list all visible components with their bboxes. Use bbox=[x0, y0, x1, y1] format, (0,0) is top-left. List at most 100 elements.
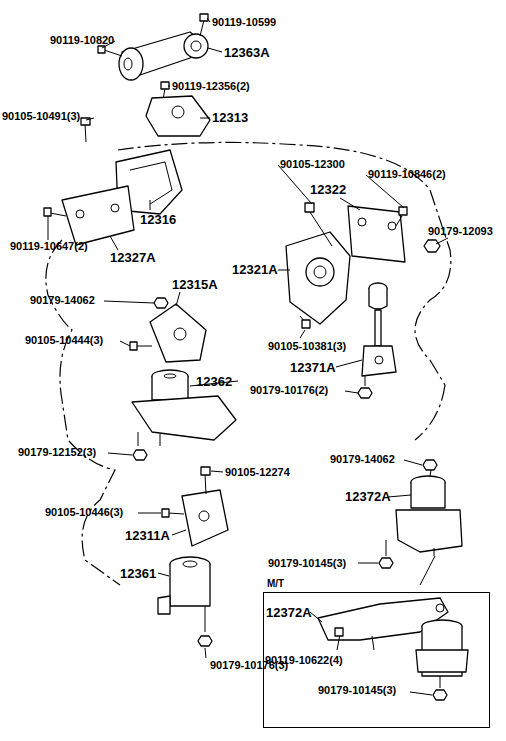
leader-line bbox=[404, 460, 422, 465]
plate bbox=[111, 204, 119, 212]
callout-number: 90179-12093 bbox=[428, 225, 493, 238]
engine-mount bbox=[318, 598, 468, 700]
part-number: 12361 bbox=[120, 566, 156, 581]
engine-mount bbox=[152, 376, 188, 400]
part-number: 12321A bbox=[232, 262, 278, 277]
engine-mount bbox=[158, 596, 170, 614]
bracket bbox=[310, 212, 332, 246]
bracket bbox=[136, 346, 152, 347]
bracket bbox=[150, 304, 206, 362]
callout-number: 90105-12300 bbox=[280, 158, 345, 171]
engine-mount bbox=[434, 548, 435, 556]
engine-mount bbox=[133, 450, 147, 460]
callout-number: 90119-10846(2) bbox=[368, 168, 446, 181]
leader-line bbox=[358, 563, 378, 564]
bracket bbox=[305, 203, 314, 212]
engine-mount bbox=[440, 676, 441, 688]
leader-line bbox=[138, 513, 161, 514]
torque-rod bbox=[161, 82, 169, 89]
bracket bbox=[314, 266, 326, 278]
part-number: 12322 bbox=[310, 182, 346, 197]
torque-rod bbox=[200, 20, 204, 36]
leader-line bbox=[436, 238, 448, 244]
engine-outline bbox=[415, 385, 445, 440]
callout-number: 90119-12356(2) bbox=[172, 80, 250, 93]
callout-number: 90179-14062 bbox=[30, 294, 95, 307]
engine-mount bbox=[379, 558, 393, 568]
bracket bbox=[396, 216, 402, 226]
bracket bbox=[172, 106, 184, 118]
callout-number: 90179-12152(3) bbox=[18, 446, 96, 459]
callout-number: 90105-10381(3) bbox=[268, 340, 346, 353]
bracket bbox=[199, 511, 209, 521]
leader-line bbox=[110, 236, 118, 250]
engine-mount bbox=[430, 470, 431, 476]
part-number: 12327A bbox=[110, 250, 156, 265]
engine-mount bbox=[198, 636, 212, 646]
engine-mount bbox=[132, 370, 236, 460]
leader-line bbox=[150, 200, 151, 210]
leader-line bbox=[278, 165, 312, 204]
bracket bbox=[358, 218, 366, 226]
bracket bbox=[286, 203, 440, 328]
leader-line bbox=[172, 530, 186, 535]
torque-rod bbox=[200, 14, 208, 21]
callout-number: 90119-10647(2) bbox=[10, 240, 88, 253]
bracket bbox=[130, 298, 206, 362]
leader-line bbox=[176, 292, 180, 306]
bracket bbox=[205, 474, 206, 494]
rod bbox=[358, 388, 372, 398]
callout-number: 90179-14062 bbox=[330, 453, 395, 466]
rod bbox=[369, 288, 387, 309]
callout-number: 90179-10176(2) bbox=[250, 384, 328, 397]
part-number: 12363A bbox=[224, 45, 270, 60]
part-number: 12311A bbox=[125, 528, 170, 543]
leader-line bbox=[207, 18, 210, 22]
engine-mount bbox=[436, 604, 444, 612]
leader-line bbox=[158, 573, 169, 576]
bracket bbox=[146, 96, 210, 136]
engine-mount bbox=[183, 561, 197, 567]
engine-mount bbox=[386, 540, 387, 556]
bracket bbox=[306, 258, 334, 286]
leader-line bbox=[336, 360, 362, 367]
leader-line bbox=[340, 198, 360, 210]
bracket bbox=[174, 328, 186, 340]
engine-mount bbox=[158, 557, 212, 646]
bracket bbox=[168, 513, 184, 514]
leader-line bbox=[205, 648, 206, 658]
leader-line bbox=[108, 453, 132, 455]
leader-line bbox=[211, 471, 223, 472]
torque-rod bbox=[104, 50, 122, 56]
engine-mount bbox=[396, 510, 462, 552]
bracket bbox=[302, 320, 310, 328]
leader-line bbox=[48, 18, 448, 695]
leader-line bbox=[104, 301, 154, 303]
engine-mount bbox=[372, 636, 374, 650]
callout-number: 90119-10599 bbox=[212, 16, 276, 29]
rod bbox=[362, 346, 396, 376]
part-number: 12315A bbox=[172, 277, 218, 292]
leader-line bbox=[168, 86, 170, 87]
callout-number: 90105-10491(3) bbox=[2, 110, 80, 123]
engine-mount bbox=[420, 556, 435, 585]
torque-rod bbox=[119, 48, 143, 80]
rod bbox=[365, 376, 366, 386]
leader-line bbox=[208, 48, 222, 52]
engine-outline bbox=[46, 142, 451, 585]
bracket bbox=[162, 467, 228, 546]
torque-rod bbox=[124, 58, 132, 70]
callout-number: 90179-10145(3) bbox=[268, 557, 346, 570]
callout-number: 90119-10820 bbox=[50, 34, 114, 47]
leader-line bbox=[345, 391, 358, 393]
part-number: 12371A bbox=[290, 360, 336, 375]
engine-outline bbox=[46, 240, 120, 585]
rod bbox=[375, 356, 383, 364]
leader-line bbox=[388, 495, 411, 497]
engine-mount bbox=[164, 374, 176, 378]
leader-line bbox=[200, 118, 210, 119]
bracket bbox=[85, 124, 86, 142]
engine-mount bbox=[416, 650, 468, 672]
rod bbox=[375, 310, 381, 346]
